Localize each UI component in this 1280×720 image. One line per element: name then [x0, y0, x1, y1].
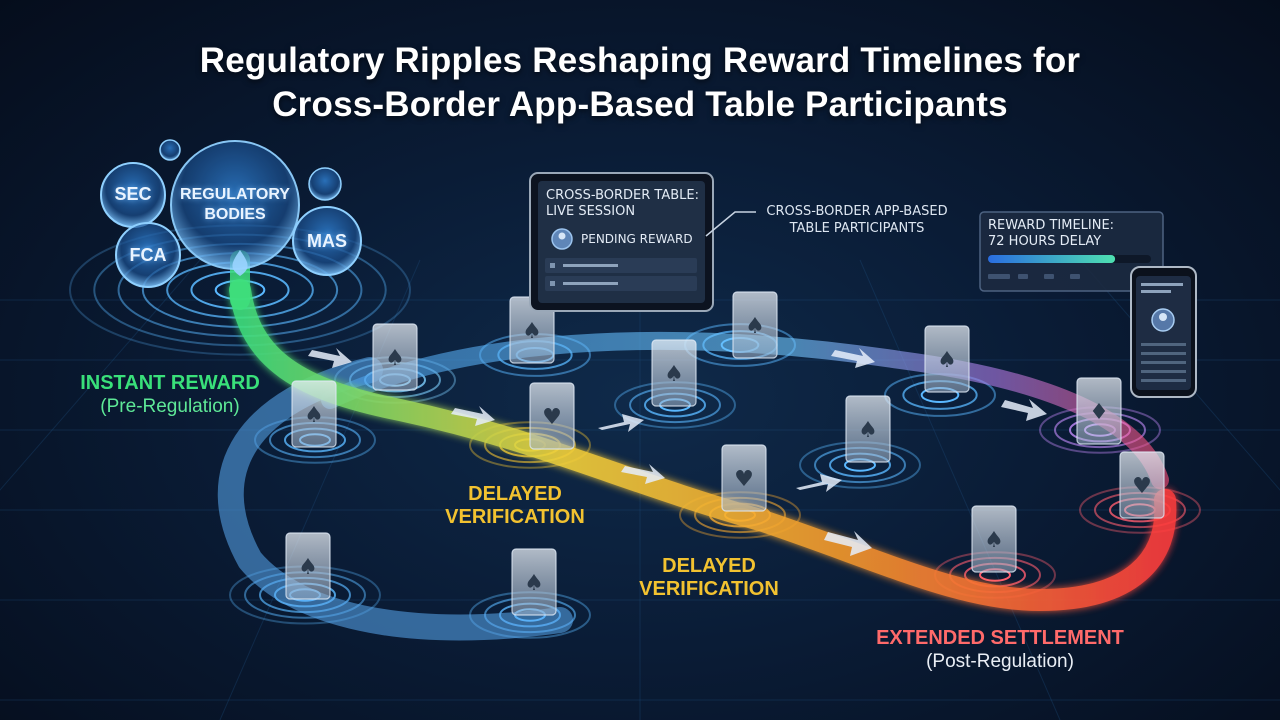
playing-card: ♠ — [924, 325, 970, 393]
regulatory-bodies-label-2: BODIES — [204, 206, 266, 223]
regulatory-bubbles — [100, 139, 362, 288]
playing-card: ♥ — [529, 382, 575, 450]
sec-label: SEC — [114, 184, 152, 204]
tablet-device — [529, 172, 714, 312]
regulatory-bodies-label-1: REGULATORY — [180, 186, 290, 203]
card-suit-icon: ♠ — [858, 418, 878, 443]
playing-card: ♦ — [1076, 377, 1122, 445]
reward-timeline-panel — [979, 211, 1164, 292]
instant-reward-label: INSTANT REWARD — [80, 372, 260, 394]
tablet-title-line-2: LIVE SESSION — [546, 204, 636, 219]
playing-card: ♠ — [651, 339, 697, 407]
playing-card: ♠ — [372, 323, 418, 391]
phone-device — [1130, 266, 1197, 398]
playing-card: ♥ — [721, 444, 767, 512]
extended-settlement-label: EXTENDED SETTLEMENT — [876, 627, 1124, 649]
playing-card: ♠ — [971, 505, 1017, 573]
tablet-title-line-1: CROSS-BORDER TABLE: — [546, 188, 699, 203]
reward-timeline-delay: 72 HOURS DELAY — [988, 234, 1102, 249]
card-suit-icon: ♦ — [1089, 400, 1109, 425]
playing-cards: ♠ ♠ ♠ ♥ ♠ ♠ ♥ ♠ ♠ ♦ ♥ ♠ ♠ ♠ — [285, 291, 1165, 616]
fca-label: FCA — [129, 245, 167, 265]
playing-card: ♠ — [845, 395, 891, 463]
card-suit-icon: ♠ — [745, 314, 765, 339]
callout-leader-line — [705, 211, 756, 237]
card-suit-icon: ♥ — [1132, 474, 1152, 499]
card-suit-icon: ♠ — [664, 362, 684, 387]
page-title-line-2: Cross-Border App-Based Table Participant… — [272, 85, 1008, 124]
card-suit-icon: ♠ — [522, 319, 542, 344]
card-suit-icon: ♠ — [298, 555, 318, 580]
extended-settlement-sublabel: (Post-Regulation) — [926, 651, 1074, 672]
delayed-verification-1-line-2: VERIFICATION — [445, 506, 585, 528]
card-suit-icon: ♠ — [385, 346, 405, 371]
progress-fill — [988, 255, 1116, 263]
mas-bubble — [292, 206, 362, 276]
delayed-verification-1-line-1: DELAYED — [468, 483, 562, 505]
playing-card: ♠ — [511, 548, 557, 616]
small-bubble — [308, 167, 342, 201]
callout-line-1: CROSS-BORDER APP-BASED — [766, 204, 948, 219]
page-title-line-1: Regulatory Ripples Reshaping Reward Time… — [199, 41, 1081, 80]
direction-arrows — [308, 348, 1047, 556]
regulatory-bodies-bubble — [170, 140, 300, 270]
playing-card: ♠ — [509, 296, 555, 364]
playing-card: ♥ — [1119, 451, 1165, 519]
card-suit-icon: ♠ — [937, 348, 957, 373]
fca-bubble — [115, 222, 181, 288]
mas-label: MAS — [307, 231, 347, 251]
card-suit-icon: ♥ — [734, 467, 754, 492]
card-suit-icon: ♠ — [984, 528, 1004, 553]
callout-line-2: TABLE PARTICIPANTS — [789, 221, 925, 236]
card-suit-icon: ♥ — [542, 405, 562, 430]
reward-timeline-title: REWARD TIMELINE: — [988, 218, 1115, 233]
timeline-loop-path — [217, 357, 573, 641]
card-suit-icon: ♠ — [304, 403, 324, 428]
playing-card: ♠ — [285, 532, 331, 600]
delayed-verification-2-line-1: DELAYED — [662, 555, 756, 577]
delayed-verification-2-line-2: VERIFICATION — [639, 578, 779, 600]
playing-card: ♠ — [732, 291, 778, 359]
playing-card: ♠ — [291, 380, 337, 448]
tablet-status-text: PENDING REWARD — [581, 232, 693, 246]
drop-icon — [232, 250, 248, 276]
card-suit-icon: ♠ — [524, 571, 544, 596]
instant-reward-sublabel: (Pre-Regulation) — [100, 396, 240, 417]
small-bubble — [159, 139, 181, 161]
floor-grid — [0, 259, 1280, 720]
